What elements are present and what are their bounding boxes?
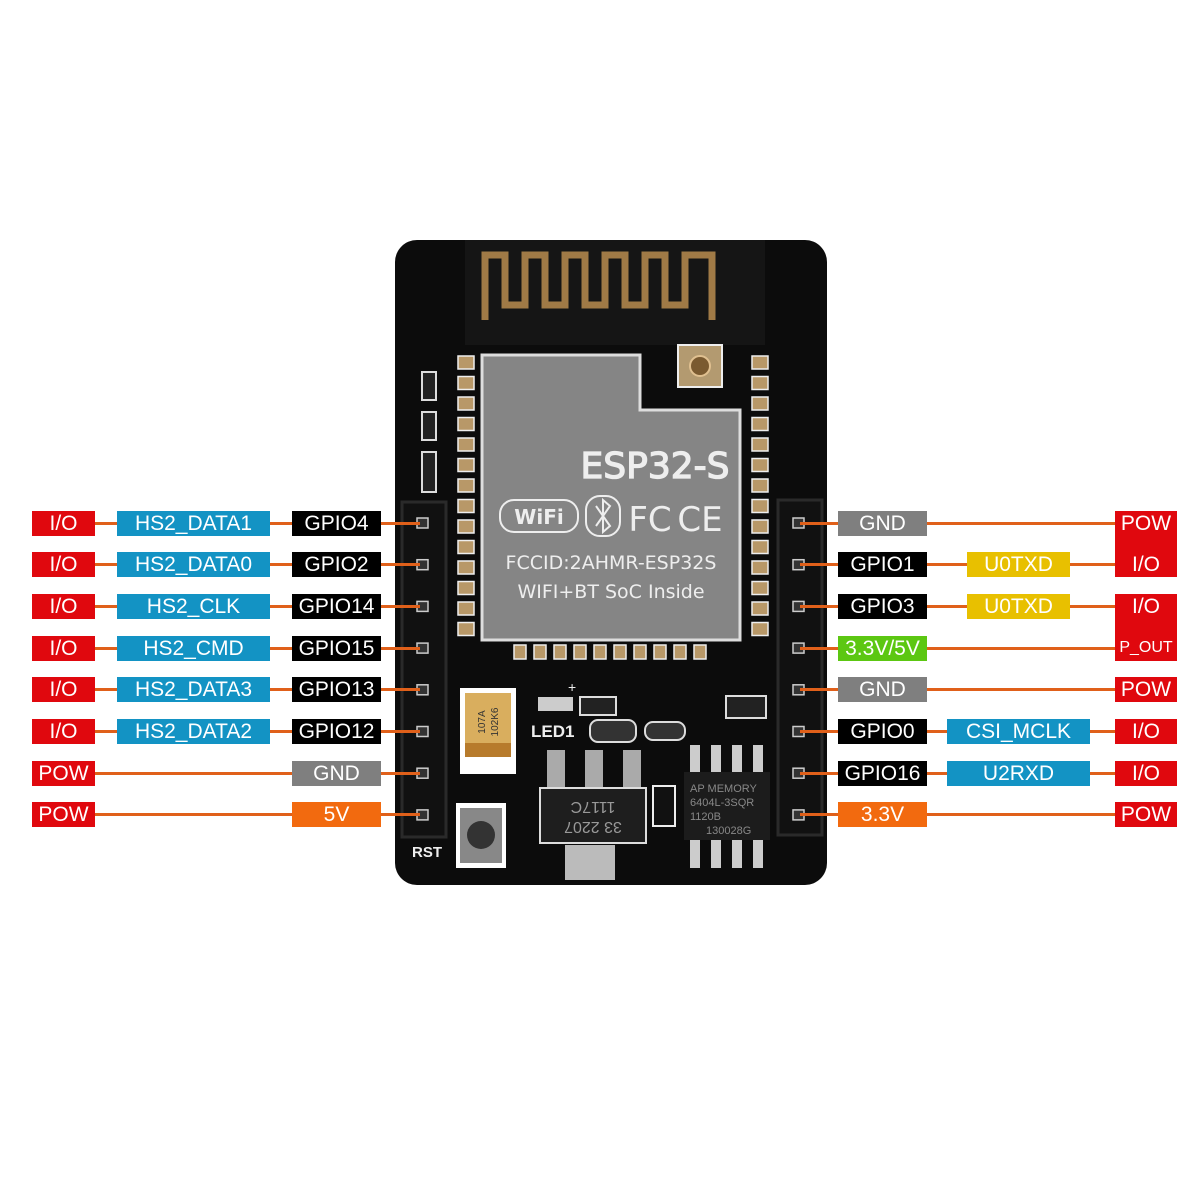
pin-function-label: HS2_DATA3 (117, 677, 270, 703)
pin-function-label: U0TXD (967, 552, 1070, 578)
led1 (538, 697, 573, 711)
pin-connector-line (95, 813, 420, 817)
pin-name-label: GPIO15 (292, 635, 381, 661)
pin-type-label: I/O (1115, 719, 1177, 744)
pin-type-label: I/O (32, 510, 95, 536)
pin-function-label: CSI_MCLK (947, 719, 1090, 744)
pin-type-label: POW (1115, 677, 1177, 703)
pin-name-label: GPIO2 (292, 552, 381, 578)
pin-function-label: U0TXD (967, 593, 1070, 619)
svg-text:107A: 107A (477, 710, 488, 734)
pin-name-label: GPIO14 (292, 593, 381, 619)
pin-type-label: I/O (32, 635, 95, 661)
pin-name-label: GPIO4 (292, 510, 381, 536)
pin-name-label: 5V (292, 802, 381, 828)
pin-function-label: HS2_DATA1 (117, 510, 270, 536)
pin-type-label: I/O (32, 552, 95, 578)
pin-connector-line (800, 521, 1115, 525)
pin-type-label: POW (1115, 802, 1177, 828)
pin-connector-line (800, 604, 1115, 608)
pin-function-label: HS2_CLK (117, 593, 270, 619)
wifi-logo (499, 499, 579, 533)
pin-name-label: GPIO1 (838, 552, 927, 578)
pin-connector-line (800, 563, 1115, 567)
pin-name-label: GND (292, 760, 381, 786)
fccid-text: FCCID:2AHMR-ESP32S (506, 552, 717, 574)
pin-connector-line (95, 771, 420, 775)
fcc-logo: FC (628, 500, 671, 540)
module-name: ESP32-S (581, 446, 730, 487)
svg-text:1120B: 1120B (690, 811, 721, 823)
right-pin-header (776, 498, 824, 837)
pin-connector-line (800, 813, 1115, 817)
psram-chip: AP MEMORY 6404L-3SQR 1120B 130028G (684, 745, 770, 868)
pin-name-label: 3.3V (838, 802, 927, 828)
pin-name-label: GND (838, 510, 927, 536)
pin-type-label: I/O (32, 719, 95, 744)
reset-button[interactable] (456, 803, 506, 868)
antenna-trace (481, 251, 716, 320)
soc-text: WIFI+BT SoC Inside (517, 581, 704, 603)
svg-text:102K6: 102K6 (490, 707, 501, 736)
module-pads (457, 355, 769, 660)
pin-function-label: HS2_CMD (117, 635, 270, 661)
pin-type-label: POW (32, 760, 95, 786)
pin-type-label: I/O (1115, 760, 1177, 786)
left-pin-header (400, 500, 448, 839)
pin-type-label: P_OUT (1115, 619, 1177, 661)
pin-name-label: GPIO12 (292, 719, 381, 744)
pin-function-label: U2RXD (947, 760, 1090, 786)
svg-text:AP MEMORY: AP MEMORY (690, 783, 757, 795)
reset-label: RST (412, 844, 442, 861)
pin-name-label: GPIO16 (838, 760, 927, 786)
led-label: LED1 (531, 722, 574, 741)
pin-name-label: 3.3V/5V (838, 635, 927, 661)
pin-name-label: GPIO3 (838, 593, 927, 619)
svg-text:130028G: 130028G (706, 825, 751, 837)
svg-text:1117C: 1117C (571, 798, 616, 815)
svg-text:+: + (568, 679, 576, 695)
pin-name-label: GPIO0 (838, 719, 927, 744)
svg-text:33 2207: 33 2207 (564, 818, 622, 835)
pin-type-label: I/O (32, 593, 95, 619)
pin-function-label: HS2_DATA2 (117, 719, 270, 744)
pin-type-label: I/O (32, 677, 95, 703)
ce-logo: CE (677, 500, 722, 540)
pin-type-label: I/O (1115, 535, 1177, 578)
pin-connector-line (800, 688, 1115, 692)
pin-connector-line (800, 646, 1115, 650)
voltage-regulator: 33 2207 1117C (539, 750, 647, 880)
pin-name-label: GND (838, 677, 927, 703)
bluetooth-icon (585, 495, 621, 537)
pin-type-label: POW (32, 802, 95, 828)
pin-function-label: HS2_DATA0 (117, 552, 270, 578)
svg-text:WiFi: WiFi (514, 505, 563, 529)
pin-name-label: GPIO13 (292, 677, 381, 703)
svg-text:6404L-3SQR: 6404L-3SQR (690, 797, 754, 809)
